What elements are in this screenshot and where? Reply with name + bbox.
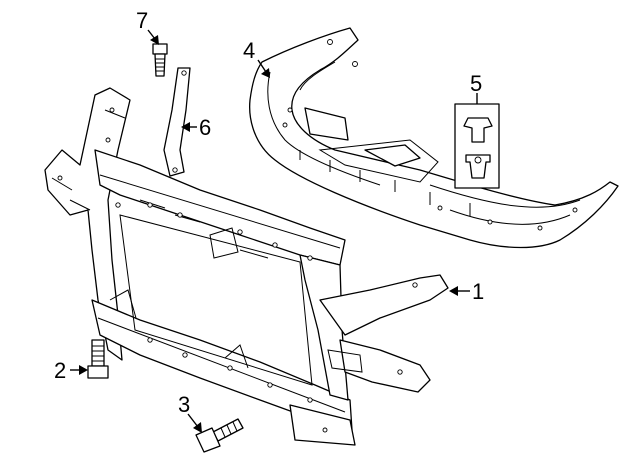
support-rod-part (163, 67, 191, 177)
callout-6: 6 (181, 115, 211, 140)
bolt-top-part (152, 43, 168, 77)
callout-7: 7 (136, 8, 159, 45)
callout-5: 5 (470, 71, 482, 104)
callout-2: 2 (54, 358, 88, 383)
callout-3: 3 (178, 392, 202, 433)
callout-label-6: 6 (199, 115, 211, 140)
radiator-support-part (44, 87, 449, 446)
callout-label-1: 1 (472, 279, 484, 304)
upper-tie-bar-part (249, 27, 619, 249)
bolt-bottom-part (195, 418, 244, 453)
callout-4: 4 (243, 38, 270, 78)
callout-label-4: 4 (243, 38, 255, 63)
callout-label-3: 3 (178, 392, 190, 417)
bolt-left-part (87, 339, 109, 379)
push-clip-part (454, 103, 500, 189)
callout-1: 1 (449, 279, 484, 304)
callout-label-2: 2 (54, 358, 66, 383)
callout-label-5: 5 (470, 71, 482, 96)
callout-label-7: 7 (136, 8, 148, 33)
